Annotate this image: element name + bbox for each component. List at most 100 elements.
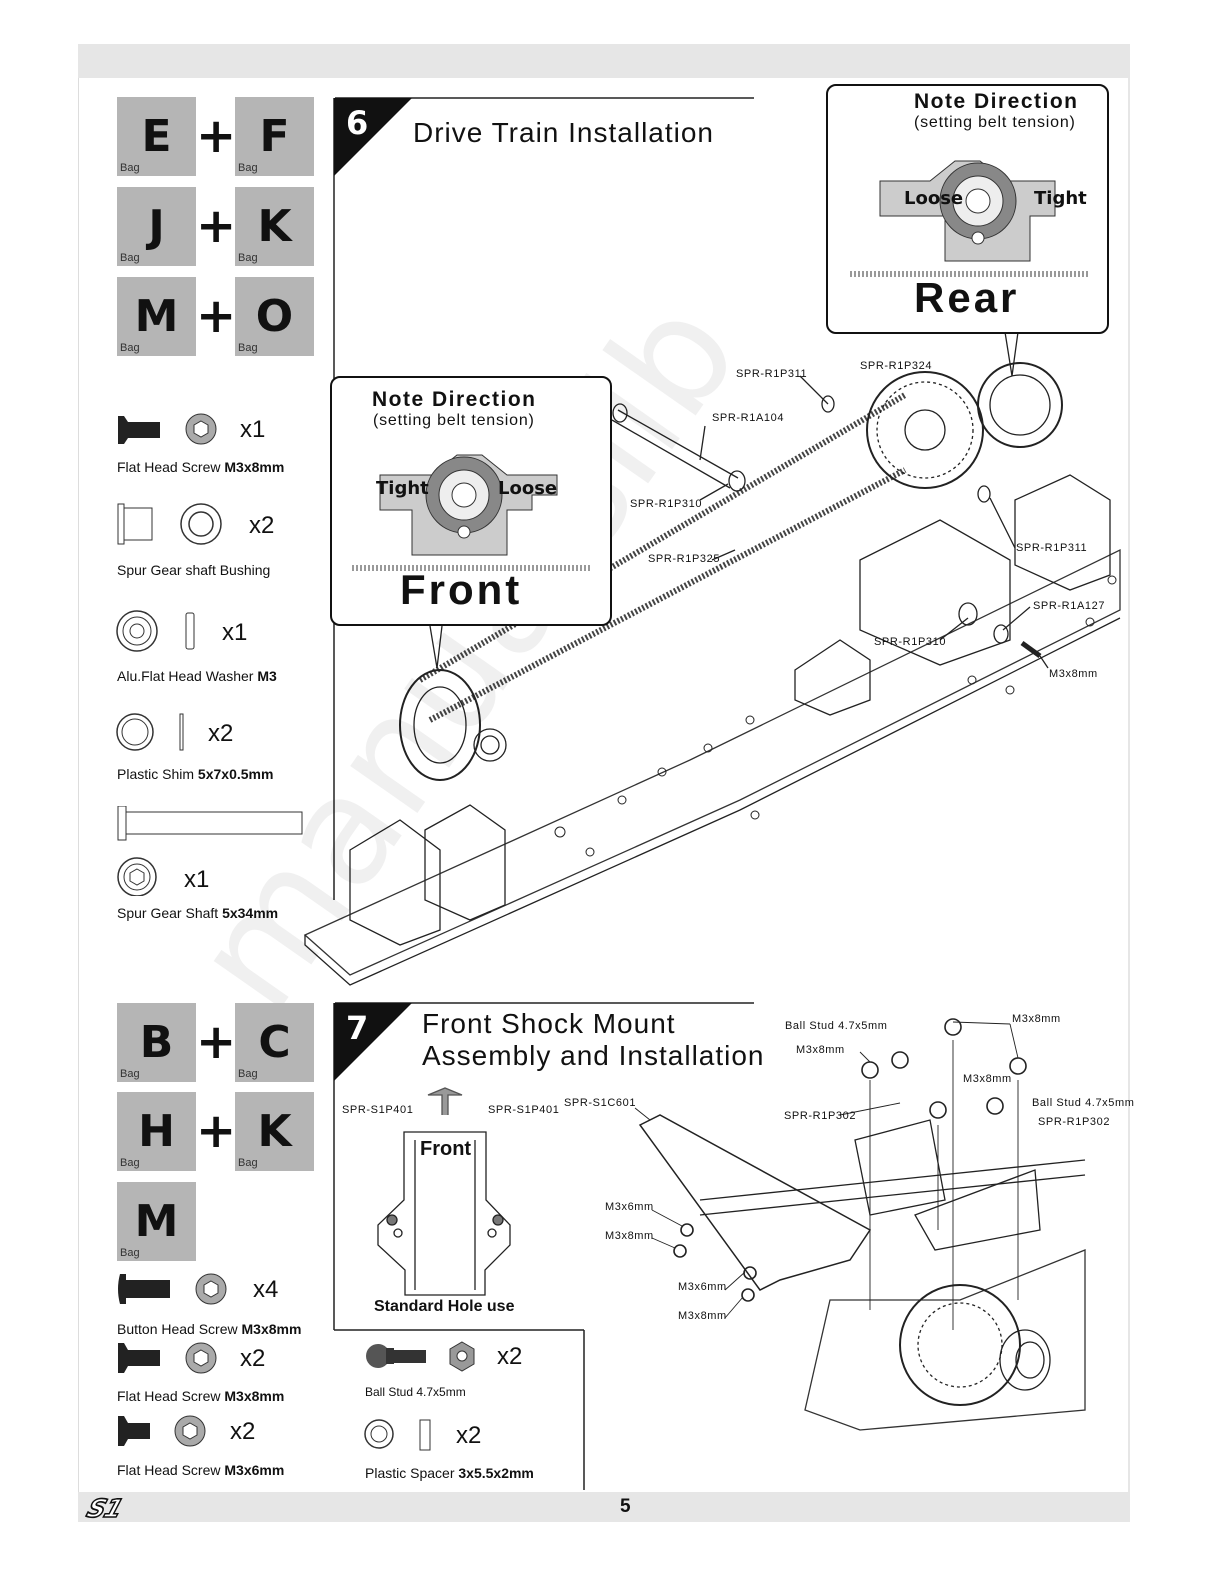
bag-label: Bag bbox=[120, 1068, 140, 1080]
part-callout: SPR-R1P310 bbox=[874, 636, 947, 648]
part-label: Flat Head Screw M3x8mm bbox=[117, 459, 285, 475]
part-callout: SPR-R1P302 bbox=[784, 1110, 857, 1122]
plus-sign: + bbox=[196, 288, 237, 344]
part-callout: M3x8mm bbox=[1049, 668, 1098, 680]
part-callout: SPR-R1P311 bbox=[736, 368, 808, 380]
bag-letter: O bbox=[255, 291, 294, 342]
part-callout: M3x8mm bbox=[796, 1044, 845, 1056]
part-label: Plastic Spacer 3x5.5x2mm bbox=[365, 1465, 534, 1481]
loose-label: Loose bbox=[904, 188, 964, 209]
bag-letter: H bbox=[138, 1106, 175, 1157]
part-callout: M3x8mm bbox=[605, 1230, 654, 1242]
bag-e: E Bag bbox=[117, 97, 196, 176]
callout-title: Note Direction bbox=[372, 388, 537, 411]
right-border bbox=[1128, 78, 1130, 1496]
part-callout: M3x8mm bbox=[678, 1310, 727, 1322]
bag-b: B Bag bbox=[117, 1003, 196, 1082]
shim-icon bbox=[116, 713, 184, 751]
bag-label: Bag bbox=[120, 1247, 140, 1259]
bag-f: F Bag bbox=[235, 97, 314, 176]
standard-hole-label: Standard Hole use bbox=[374, 1298, 515, 1315]
washer-icon bbox=[116, 610, 195, 652]
bag-label: Bag bbox=[238, 1157, 258, 1169]
plus-sign: + bbox=[196, 1103, 237, 1159]
part-qty: x1 bbox=[184, 866, 210, 893]
pulley-tension-icon bbox=[352, 454, 592, 571]
bag-label: Bag bbox=[238, 162, 258, 174]
bag-label: Bag bbox=[238, 252, 258, 264]
top-bar bbox=[78, 44, 1130, 78]
part-label: Button Head Screw M3x8mm bbox=[117, 1321, 302, 1337]
bag-m: M Bag bbox=[117, 1182, 196, 1261]
part-callout: SPR-R1P324 bbox=[860, 360, 933, 372]
part-qty: x4 bbox=[253, 1276, 279, 1303]
step-6-number: 6 bbox=[346, 104, 369, 142]
bag-k: K Bag bbox=[235, 187, 314, 266]
loose-label: Loose bbox=[498, 478, 558, 499]
part-callout: SPR-R1P311 bbox=[1016, 542, 1088, 554]
part-callout: M3x8mm bbox=[963, 1073, 1012, 1085]
part-label: Ball Stud 4.7x5mm bbox=[365, 1385, 466, 1399]
ball-stud-icon bbox=[366, 1341, 475, 1372]
bag-letter: F bbox=[259, 111, 290, 162]
flat-head-screw-icon bbox=[118, 413, 217, 445]
part-callout: Ball Stud 4.7x5mm bbox=[1032, 1097, 1135, 1109]
part-qty: x1 bbox=[222, 619, 248, 646]
step-7-number: 7 bbox=[346, 1009, 369, 1047]
part-callout: M3x8mm bbox=[1012, 1013, 1061, 1025]
bag-o: O Bag bbox=[235, 277, 314, 356]
part-callout: Ball Stud 4.7x5mm bbox=[785, 1020, 888, 1032]
bag-letter: K bbox=[257, 1106, 292, 1157]
callout-front: Note Direction (setting belt tension) Ti… bbox=[330, 376, 612, 626]
left-border bbox=[78, 78, 79, 1496]
part-qty: x2 bbox=[456, 1422, 482, 1449]
plus-sign: + bbox=[196, 108, 237, 164]
plus-sign: + bbox=[196, 1014, 237, 1070]
bag-k: K Bag bbox=[235, 1092, 314, 1171]
callout-rear: Note Direction (setting belt tension) Lo… bbox=[826, 84, 1109, 334]
part-qty: x2 bbox=[230, 1418, 256, 1445]
part-label: Alu.Flat Head Washer M3 bbox=[117, 668, 277, 684]
part-label: Spur Gear shaft Bushing bbox=[117, 562, 271, 578]
bag-label: Bag bbox=[120, 342, 140, 354]
callout-heading: Front bbox=[400, 566, 523, 613]
flat-head-screw-icon bbox=[118, 1342, 217, 1374]
part-callout: M3x6mm bbox=[605, 1201, 654, 1213]
part-label: Plastic Shim 5x7x0.5mm bbox=[117, 766, 274, 782]
part-qty: x2 bbox=[249, 512, 275, 539]
bag-m: M Bag bbox=[117, 277, 196, 356]
bag-j: J Bag bbox=[117, 187, 196, 266]
part-callout: SPR-R1P310 bbox=[630, 498, 703, 510]
bag-h: H Bag bbox=[117, 1092, 196, 1171]
callout-heading: Rear bbox=[914, 274, 1020, 321]
part-qty: x1 bbox=[240, 416, 266, 443]
bag-letter: J bbox=[148, 201, 165, 252]
part-callout: SPR-R1A104 bbox=[712, 412, 785, 424]
bag-letter: E bbox=[141, 111, 172, 162]
callout-title: Note Direction bbox=[914, 90, 1079, 113]
bag-letter: M bbox=[134, 1196, 179, 1247]
callout-subtitle: (setting belt tension) bbox=[373, 412, 535, 429]
part-callout: M3x6mm bbox=[678, 1281, 727, 1293]
bag-label: Bag bbox=[120, 252, 140, 264]
footer-bar bbox=[78, 1492, 1130, 1522]
part-callout: SPR-S1P401 bbox=[488, 1104, 560, 1116]
part-callout: SPR-R1A127 bbox=[1033, 600, 1106, 612]
tight-label: Tight bbox=[376, 478, 429, 499]
shaft-icon bbox=[117, 806, 303, 896]
plus-sign: + bbox=[196, 198, 237, 254]
part-label: Flat Head Screw M3x8mm bbox=[117, 1388, 285, 1404]
step-7-title-line1: Front Shock Mount bbox=[422, 1008, 676, 1039]
callout-subtitle: (setting belt tension) bbox=[914, 114, 1076, 131]
bag-letter: C bbox=[258, 1017, 291, 1068]
bag-letter: M bbox=[134, 291, 179, 342]
tight-label: Tight bbox=[1034, 188, 1087, 209]
bushing-icon bbox=[117, 503, 222, 545]
part-callout: SPR-S1C601 bbox=[564, 1097, 637, 1109]
part-qty: x2 bbox=[208, 720, 234, 747]
bag-label: Bag bbox=[238, 1068, 258, 1080]
part-callout: SPR-S1P401 bbox=[342, 1104, 414, 1116]
step-7-title-line2: Assembly and Installation bbox=[422, 1040, 765, 1071]
button-head-screw-icon bbox=[118, 1273, 227, 1305]
bag-label: Bag bbox=[238, 342, 258, 354]
